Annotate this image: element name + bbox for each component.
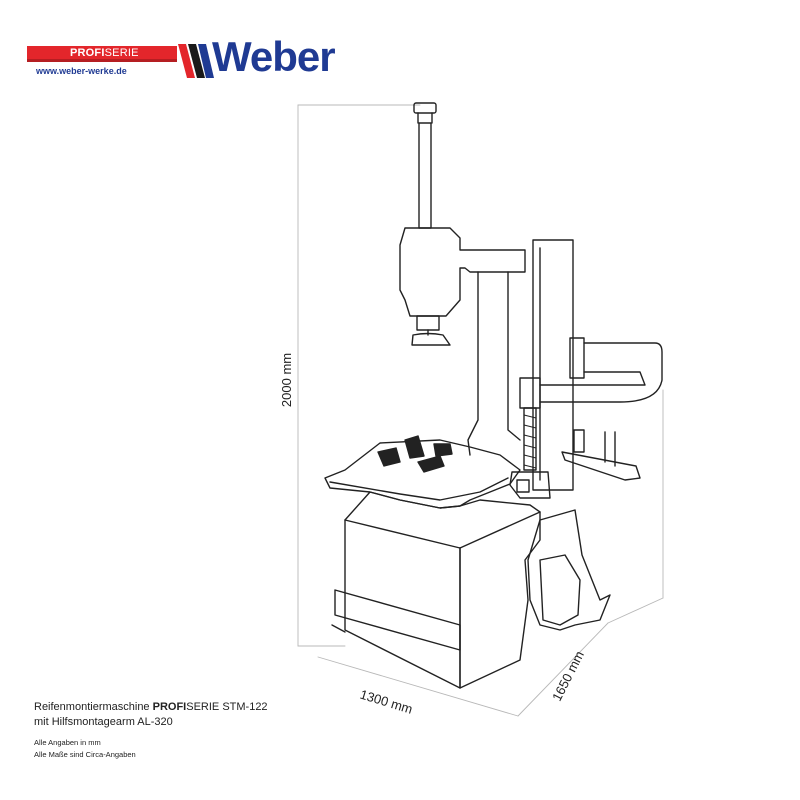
- caption-note-units: Alle Angaben in mm: [34, 738, 101, 747]
- clamping-jaws: [377, 435, 453, 473]
- auxiliary-column: [532, 239, 574, 491]
- caption-subtitle: mit Hilfsmontagearm AL-320: [34, 716, 173, 728]
- auxiliary-arm: [539, 337, 663, 403]
- vertical-rod: [413, 102, 437, 229]
- auxiliary-disc: [561, 429, 641, 481]
- machine-tower: [467, 271, 521, 456]
- logo-wordmark: Weber: [212, 33, 336, 80]
- dimension-lines: [297, 104, 664, 717]
- logo-url: www.weber-werke.de: [36, 66, 127, 76]
- caption-note-approx: Alle Maße sind Circa-Angaben: [34, 750, 136, 759]
- caption-title: Reifenmontiermaschine PROFISERIE STM-122: [34, 701, 268, 713]
- auxiliary-press: [509, 377, 551, 499]
- depth-dimension-label: 1650 mm: [549, 648, 587, 703]
- logo-red-bar: [27, 46, 177, 62]
- mounting-head-arm: [399, 227, 526, 346]
- logo-slash-mark: [178, 44, 214, 78]
- bead-breaker-housing: [527, 509, 611, 631]
- height-dimension-label: 2000 mm: [279, 353, 294, 407]
- machine-base: [331, 491, 541, 689]
- logo-series-label: PROFISERIE: [70, 47, 139, 59]
- width-dimension-label: 1300 mm: [358, 687, 414, 717]
